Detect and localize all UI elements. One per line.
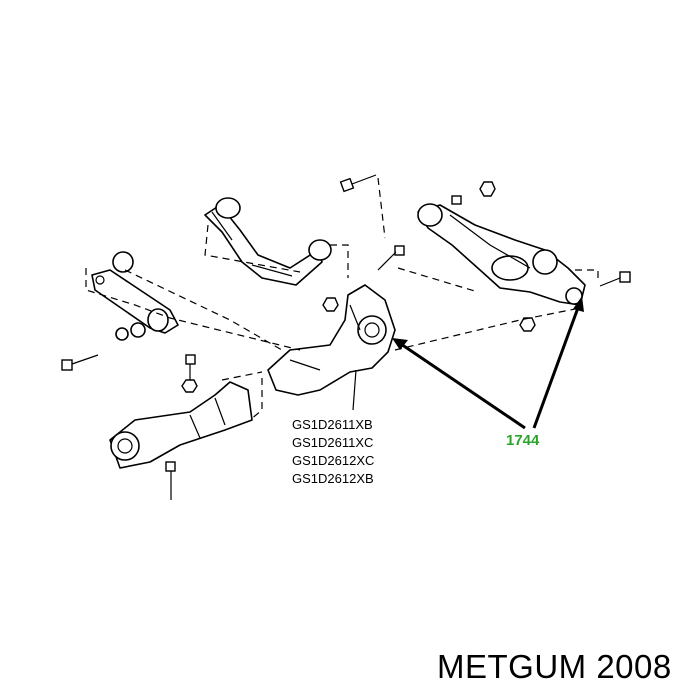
upper-link [204, 197, 332, 286]
callout-number: 1744 [506, 432, 540, 449]
lateral-link [91, 251, 179, 341]
control-arm [417, 203, 586, 306]
part-number-1: GS1D2611XB [292, 417, 373, 432]
part-number-2: GS1D2611XC [292, 435, 374, 450]
part-number-3: GS1D2612XC [292, 453, 375, 468]
brand-caption: METGUM 2008 [437, 648, 672, 685]
leader-lines [352, 296, 584, 430]
lower-trailing-arm [109, 381, 253, 469]
fasteners [61, 174, 631, 500]
assembly-lines [85, 177, 599, 421]
knuckle [267, 284, 396, 396]
part-number-4: GS1D2612XB [292, 471, 374, 486]
